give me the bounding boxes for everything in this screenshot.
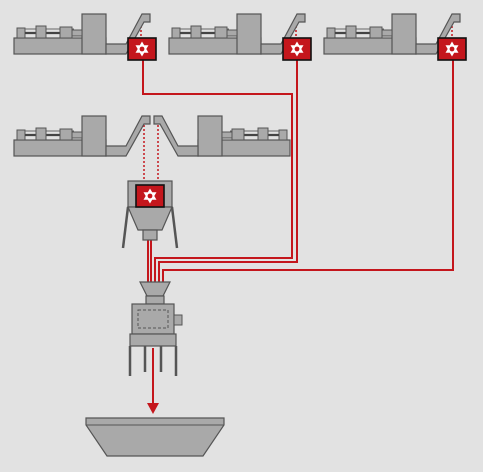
dotted-connections xyxy=(140,22,453,180)
collection-bin xyxy=(85,417,225,457)
molding-machine-5 xyxy=(152,114,292,158)
line-from-valve-1 xyxy=(142,60,293,282)
molding-machine-4 xyxy=(12,114,152,158)
granulator xyxy=(128,281,183,376)
rotary-valve-4 xyxy=(135,184,165,208)
line-from-valve-2 xyxy=(158,58,298,282)
rotary-valve-2 xyxy=(282,37,312,61)
rotary-valve-1 xyxy=(127,37,157,61)
arrow-down-icon xyxy=(147,348,159,414)
rotary-valve-3 xyxy=(437,37,467,61)
line-from-valve-3 xyxy=(162,58,454,282)
conveying-lines xyxy=(142,58,454,282)
